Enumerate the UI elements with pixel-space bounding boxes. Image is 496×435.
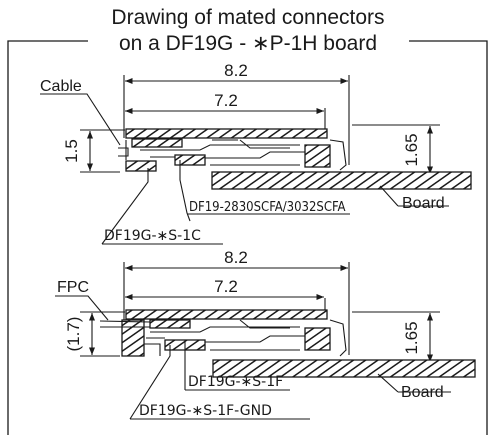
top-dim-1.65: 1.65 (402, 133, 421, 166)
bottom-label-board: Board (401, 384, 444, 401)
bottom-part-plug-gnd: DF19G-∗S-1F-GND (139, 403, 272, 419)
top-dim-7.2: 7.2 (214, 91, 238, 110)
top-connector-view: 8.2 7.2 1.5 1.65 (40, 61, 472, 245)
top-part-plug: DF19G-∗S-1C (104, 228, 201, 244)
top-board (211, 171, 472, 190)
fpc-leader (55, 295, 109, 321)
label-cable: Cable (40, 78, 82, 95)
bottom-part-plug-f: DF19G-∗S-1F (188, 374, 283, 390)
cable-leader (40, 93, 121, 146)
frame (7, 40, 488, 435)
title-line-1: Drawing of mated connectors (111, 6, 385, 29)
top-receptacle-leader (179, 160, 191, 222)
title-line-2: on a DF19G - ∗P-1H board (118, 32, 378, 55)
top-dim-8.2: 8.2 (224, 61, 248, 80)
label-fpc: FPC (57, 279, 89, 296)
bottom-dim-1.65: 1.65 (402, 321, 421, 354)
top-part-receptacle: DF19-2830SCFA/3032SCFA (189, 200, 346, 215)
bottom-dim-7.2: 7.2 (214, 277, 238, 296)
bottom-dim-8.2: 8.2 (224, 248, 248, 267)
top-label-board: Board (402, 195, 445, 212)
bottom-plug-gnd-leader (129, 345, 171, 420)
bottom-connector-view: 8.2 7.2 (1.7) 1.65 (55, 248, 476, 420)
bottom-dim-1.7: (1.7) (64, 317, 83, 352)
bottom-board (212, 359, 476, 378)
top-plug-leader (101, 168, 149, 245)
top-dim-1.5: 1.5 (62, 139, 81, 163)
